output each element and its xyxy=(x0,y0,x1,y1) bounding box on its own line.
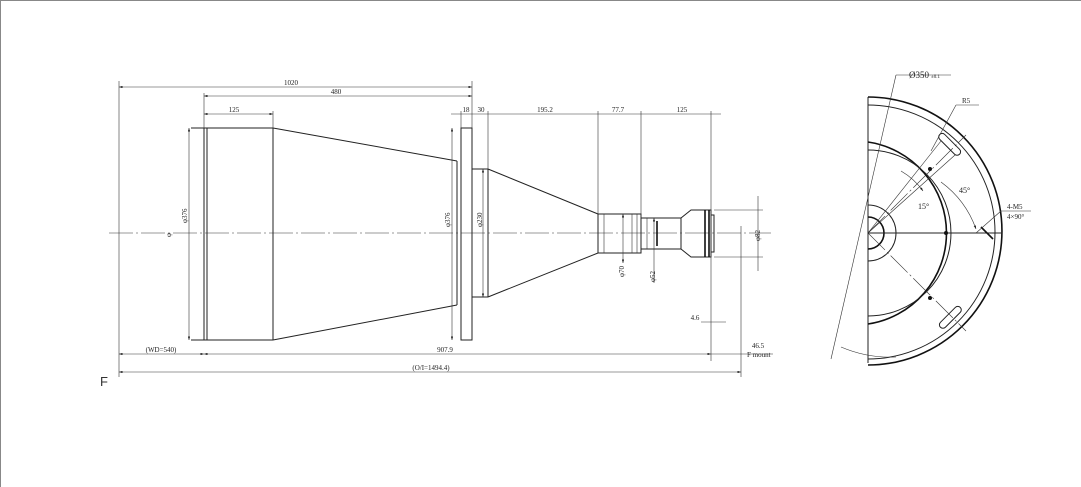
slot-bottom xyxy=(938,305,962,329)
lens-body-outline xyxy=(191,127,715,341)
end-tolerance: ±0.1 xyxy=(931,75,940,80)
dim-wd: (WD=540) xyxy=(146,346,177,354)
dia-rear-left: φ376 xyxy=(181,208,189,223)
dim-mount-section: 125 xyxy=(677,106,688,114)
dim-offset: 4.6 xyxy=(691,314,700,322)
dim-flange: 18 xyxy=(463,106,471,114)
slot-top xyxy=(938,132,962,156)
dim-step: 30 xyxy=(478,106,486,114)
corner-label: F xyxy=(100,374,108,389)
dim-overall: 1020 xyxy=(284,79,299,87)
dim-flange-back: 46.5 xyxy=(752,342,765,350)
side-view: 1020 480 125 18 30 195.2 77.7 125 φ376 φ… xyxy=(100,79,773,389)
dim-rear-cyl: 125 xyxy=(229,106,240,114)
thread-spacing: 4×90° xyxy=(1007,213,1024,221)
dim-oi: (O/I=1494.4) xyxy=(412,364,450,372)
dimension-labels: 1020 480 125 18 30 195.2 77.7 125 φ376 φ… xyxy=(100,79,771,389)
thread-spec: 4-M5 xyxy=(1007,203,1023,211)
dia-neck: φ52 xyxy=(649,270,657,282)
dim-rear: 480 xyxy=(331,88,342,96)
end-radius: R5 xyxy=(962,97,971,105)
dia-barrel: φ70 xyxy=(618,265,626,277)
mount-type: F mount xyxy=(747,351,771,359)
dim-barrel: 77.7 xyxy=(612,106,625,114)
center-mark: φ xyxy=(165,233,173,237)
dia-mount: φ82 xyxy=(754,229,762,241)
angle-45: 45° xyxy=(959,186,970,195)
end-diameter: Ø350 xyxy=(909,70,929,80)
dim-length: 907.9 xyxy=(437,346,453,354)
angle-15: 15° xyxy=(918,202,929,211)
dimension-lines xyxy=(118,81,773,377)
dia-rear-right: φ376 xyxy=(444,212,452,227)
dim-cone: 195.2 xyxy=(537,106,553,114)
dia-front-cone: φ230 xyxy=(476,212,484,227)
end-view: Ø350 ±0.1 R5 15° 45° 4-M5 4×90° xyxy=(830,70,1031,366)
